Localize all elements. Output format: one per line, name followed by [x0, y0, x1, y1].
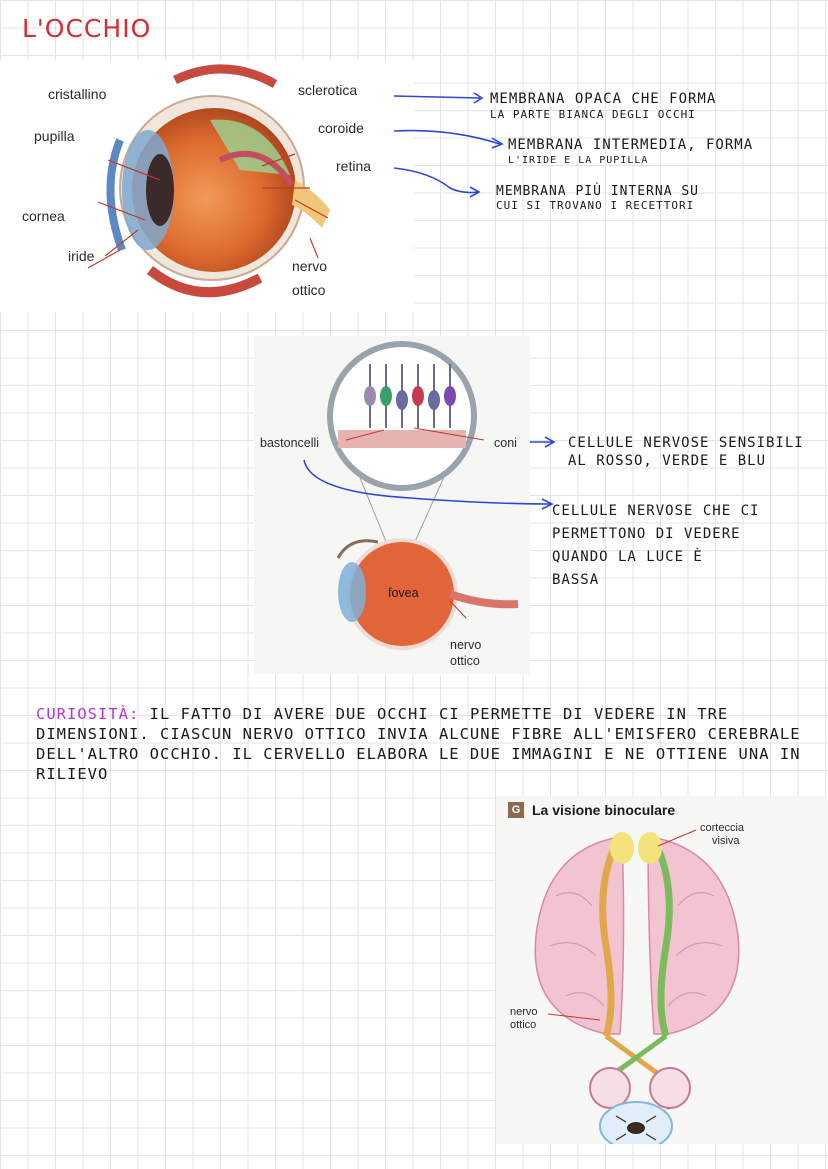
eye-cross-section-illustration	[87, 64, 330, 298]
label-cristallino: cristallino	[48, 86, 107, 102]
label-fovea: fovea	[388, 586, 419, 600]
label-nervo-ottico-3-line1: nervo	[510, 1006, 538, 1018]
label-pupilla: pupilla	[34, 128, 75, 144]
note-bastoncelli: CELLULE NERVOSE CHE CI PERMETTONO DI VED…	[552, 500, 759, 592]
curiosity-paragraph: CURIOSITÀ: IL FATTO DI AVERE DUE OCCHI C…	[36, 704, 816, 784]
label-coni: coni	[494, 436, 517, 450]
label-iride: iride	[68, 248, 95, 264]
figure-heading: La visione binoculare	[532, 802, 676, 818]
curiosity-title: CURIOSITÀ:	[36, 705, 140, 723]
note-retina-line2: CUI SI TROVANO I RECETTORI	[496, 199, 695, 212]
note-coroide-line2: L'IRIDE E LA PUPILLA	[508, 155, 649, 166]
label-nervo-ottico-line1: nervo	[292, 258, 328, 274]
curiosity-text: IL FATTO DI AVERE DUE OCCHI CI PERMETTE …	[36, 705, 801, 783]
label-retina: retina	[336, 158, 372, 174]
figure-badge: G	[508, 802, 524, 818]
label-nervo-ottico-3-line2: ottico	[510, 1019, 537, 1031]
label-sclerotica: sclerotica	[298, 82, 358, 98]
note-coroide-line1: MEMBRANA INTERMEDIA, FORMA	[508, 137, 754, 153]
label-nervo-ottico-line2: ottico	[292, 282, 326, 298]
note-bastoncelli-line3: QUANDO LA LUCE È	[552, 549, 703, 565]
label-nervo-ottico-2-line1: nervo	[450, 638, 482, 652]
note-coni: CELLULE NERVOSE SENSIBILI AL ROSSO, VERD…	[568, 434, 804, 470]
binocular-figure: G La visione binoculare	[496, 796, 828, 1144]
brain-visual-pathway-illustration	[534, 829, 740, 1144]
note-retina: MEMBRANA PIÙ INTERNA SU CUI SI TROVANO I…	[496, 185, 699, 213]
label-nervo-ottico-2-line2: ottico	[450, 654, 480, 668]
note-bastoncelli-line2: PERMETTONO DI VEDERE	[552, 526, 741, 542]
annotation-arrows-eye	[393, 92, 504, 198]
label-visiva: visiva	[712, 835, 740, 847]
note-sclerotica-line1: MEMBRANA OPACA CHE FORMA	[490, 91, 717, 107]
annotation-arrows-retina	[303, 436, 556, 510]
label-corteccia: corteccia	[700, 822, 745, 834]
retina-figure: bastoncelli coni fovea nervo ottico	[254, 336, 530, 674]
note-bastoncelli-line4: BASSA	[552, 572, 600, 588]
label-cornea: cornea	[22, 208, 65, 224]
note-sclerotica-line2: LA PARTE BIANCA DEGLI OCCHI	[490, 108, 696, 121]
label-coroide: coroide	[318, 120, 364, 136]
note-coni-line2: AL ROSSO, VERDE E BLU	[568, 453, 767, 469]
note-retina-line1: MEMBRANA PIÙ INTERNA SU	[496, 184, 700, 199]
note-coni-line1: CELLULE NERVOSE SENSIBILI	[568, 435, 804, 451]
note-sclerotica: MEMBRANA OPACA CHE FORMA LA PARTE BIANCA…	[490, 92, 716, 122]
note-bastoncelli-line1: CELLULE NERVOSE CHE CI	[552, 503, 760, 519]
note-coroide: MEMBRANA INTERMEDIA, FORMA L'IRIDE E LA …	[508, 138, 753, 168]
eye-anatomy-figure: cristallino pupilla cornea iride sclerot…	[0, 60, 414, 312]
retina-illustration	[327, 341, 519, 650]
page-title: L'OCCHIO	[22, 14, 152, 43]
label-bastoncelli: bastoncelli	[260, 436, 320, 450]
